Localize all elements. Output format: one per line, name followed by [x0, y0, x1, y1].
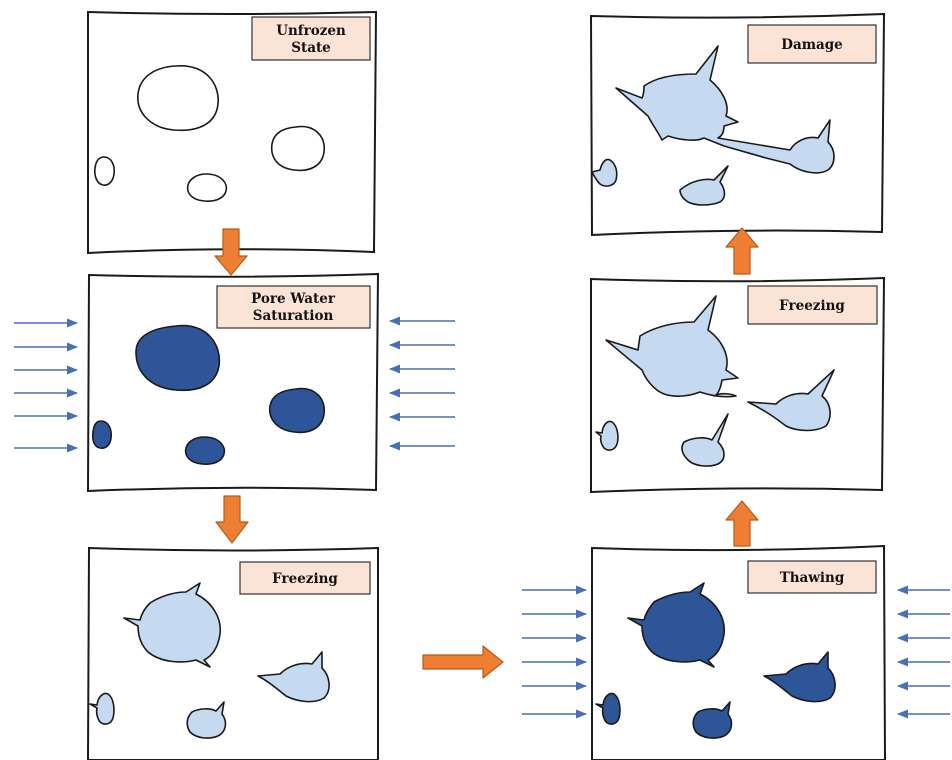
arrow-down-unfrozen-to-saturation	[214, 228, 248, 276]
panel-freezing-initial: Freezing	[86, 546, 379, 760]
pore-large	[137, 65, 219, 132]
pore-bottom-thaw	[692, 701, 733, 739]
arrow-down-saturation-to-freezing	[215, 495, 249, 544]
label-thawing-text: Thawing	[780, 570, 845, 586]
label-freezing-repeat-text: Freezing	[779, 298, 845, 314]
pore-bottom-water	[184, 436, 226, 465]
pore-left-thaw	[595, 692, 621, 725]
panel-unfrozen-state: Unfrozen State	[87, 10, 378, 255]
pore-right-thaw	[763, 651, 836, 703]
pore-large-water	[135, 324, 221, 392]
label-pore-water-saturation: Pore Water Saturation	[216, 285, 371, 329]
pore-large-thaw	[627, 582, 725, 668]
pore-bottom-ice	[186, 701, 227, 739]
pore-large-ice	[123, 582, 221, 668]
label-unfrozen-state: Unfrozen State	[251, 16, 371, 61]
empty-pores	[94, 65, 325, 202]
pore-left-damaged	[591, 158, 618, 187]
cracked-ice-pores	[591, 45, 835, 206]
pore-right-ice	[257, 651, 330, 703]
label-damage: Damage	[747, 24, 877, 64]
flow-arrows	[214, 227, 759, 679]
pore-right-water	[269, 387, 325, 434]
label-freezing-repeat: Freezing	[747, 285, 878, 325]
water-outflow-left	[522, 585, 588, 719]
ice-pores-initial	[89, 582, 330, 739]
pore-left-grown-ice	[595, 420, 619, 451]
pore-left-water	[91, 420, 112, 449]
arrow-up-freezing-to-damage	[725, 227, 759, 275]
pore-right	[270, 125, 325, 172]
label-thawing: Thawing	[747, 560, 877, 594]
pore-large-grown-ice	[605, 295, 739, 398]
pore-damaged-network	[615, 45, 835, 174]
panel-thawing: Thawing	[522, 544, 950, 760]
label-unfrozen-line1: Unfrozen	[276, 23, 346, 39]
arrow-right-freezing-to-thawing	[422, 645, 504, 679]
pore-bottom	[186, 173, 228, 202]
label-saturation-line1: Pore Water	[251, 291, 336, 307]
label-freezing-initial-text: Freezing	[272, 571, 338, 587]
pore-left-ice	[89, 692, 115, 725]
saturated-pores	[91, 324, 325, 465]
pore-left	[94, 156, 115, 186]
panel-freezing-repeat: Freezing	[590, 276, 886, 494]
water-inflow-right-thaw	[896, 585, 950, 719]
panel-pore-water-saturation: Pore Water Saturation	[14, 272, 455, 493]
pore-bottom-grown-ice	[681, 413, 729, 467]
label-freezing-initial: Freezing	[239, 561, 371, 595]
arrow-up-thawing-to-freezing	[725, 500, 759, 547]
label-unfrozen-line2: State	[291, 40, 331, 56]
label-saturation-line2: Saturation	[253, 308, 334, 324]
label-damage-text: Damage	[781, 37, 843, 53]
pore-right-grown-ice	[747, 369, 835, 432]
pore-bottom-damaged	[679, 165, 729, 206]
water-inflow-left	[14, 318, 79, 453]
water-inflow-right	[388, 316, 455, 451]
panel-damage: Damage	[589, 12, 886, 237]
grown-ice-pores	[595, 295, 835, 467]
thawed-pores	[595, 582, 836, 739]
